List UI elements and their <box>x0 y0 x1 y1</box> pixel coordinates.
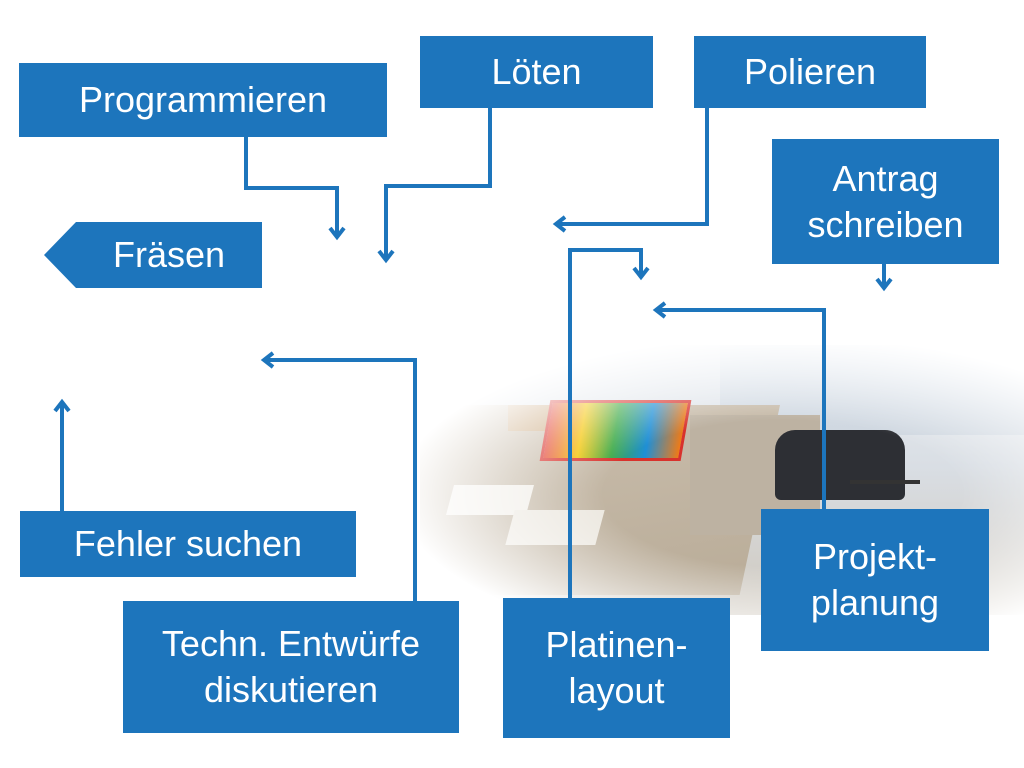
box-projekt-label: Projekt- planung <box>810 536 940 623</box>
box-platinen-layout: Platinen- layout <box>503 598 730 738</box>
arrow-programmieren <box>244 137 339 237</box>
classroom-photo <box>420 345 1024 615</box>
box-fraesen: Fräsen <box>76 222 262 288</box>
box-platinen-label: Platinen- layout <box>545 624 688 711</box>
box-techn-entwuerfe: Techn. Entwürfe diskutieren <box>123 601 459 733</box>
box-projektplanung: Projekt- planung <box>761 509 989 651</box>
arrow-loeten <box>384 108 492 260</box>
box-programmieren-label: Programmieren <box>78 79 328 120</box>
arrow-techn <box>264 358 417 601</box>
box-fraesen-label: Fräsen <box>112 234 226 275</box>
fraesen-shape <box>44 222 262 288</box>
arrow-platinen <box>568 248 643 598</box>
box-techn-label: Techn. Entwürfe diskutieren <box>161 623 421 710</box>
box-loeten-label: Löten <box>491 51 582 92</box>
photo-chair <box>850 480 920 484</box>
box-polieren-label: Polieren <box>743 51 877 92</box>
box-loeten: Löten <box>420 36 653 108</box>
box-antrag-label: Antrag schreiben <box>807 157 964 245</box>
arrow-polieren <box>556 108 709 226</box>
box-polieren: Polieren <box>694 36 926 108</box>
box-fehler-label: Fehler suchen <box>73 523 303 564</box>
box-programmieren: Programmieren <box>19 63 387 137</box>
box-antrag-schreiben: Antrag schreiben <box>772 139 999 264</box>
photo-backpack <box>775 430 905 500</box>
arrow-projekt <box>656 308 826 509</box>
box-fehler-suchen: Fehler suchen <box>20 511 356 577</box>
